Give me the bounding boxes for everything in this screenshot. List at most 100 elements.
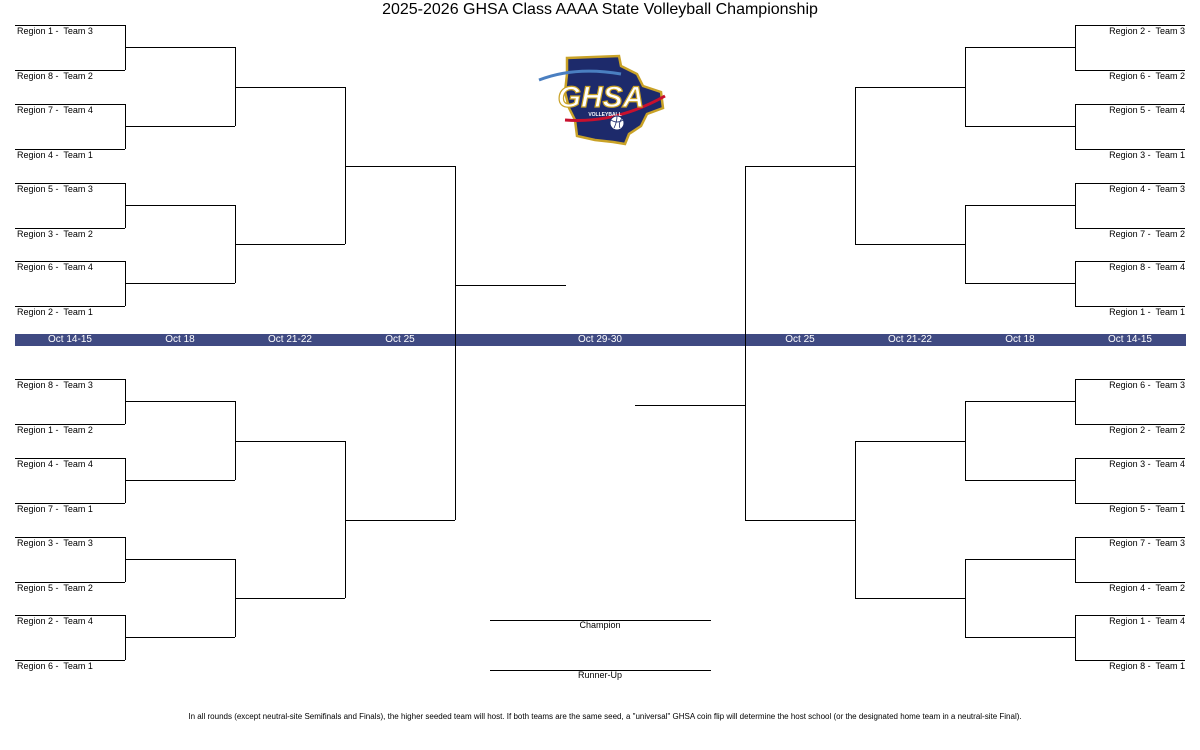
champion-label: Champion: [579, 620, 621, 630]
semifinal-slot-line: [345, 520, 455, 521]
team-slot-label: Region 3 - Team 1: [1109, 150, 1185, 160]
team-slot-line: [15, 503, 125, 504]
round3-slot-line: [855, 87, 965, 88]
team-slot-label: Region 3 - Team 3: [17, 538, 93, 548]
team-slot-label: Region 7 - Team 4: [17, 105, 93, 115]
team-slot-line: [15, 149, 125, 150]
team-slot-line: [15, 424, 125, 425]
logo-subtext: VOLLEYBALL: [588, 112, 621, 118]
host-rule-footnote: In all rounds (except neutral-site Semif…: [188, 712, 1022, 721]
final-left-slot-line: [455, 285, 566, 286]
round2-connector: [965, 401, 966, 480]
team-slot-line: [1075, 424, 1185, 425]
ghsa-logo-graphic: GHSA VOLLEYBALL: [538, 54, 666, 146]
team-slot-label: Region 5 - Team 2: [17, 583, 93, 593]
team-slot-label: Region 4 - Team 4: [17, 459, 93, 469]
round2-slot-line: [965, 126, 1075, 127]
team-slot-line: [15, 25, 125, 26]
volleyball-seams: [610, 115, 624, 129]
round1-connector: [1075, 104, 1076, 149]
team-slot-line: [1075, 104, 1185, 105]
round-date-label: Oct 18: [1005, 334, 1035, 345]
team-slot-label: Region 6 - Team 4: [17, 262, 93, 272]
team-slot-line: [15, 615, 125, 616]
round-date-label: Oct 14-15: [1108, 334, 1152, 345]
team-slot-line: [15, 582, 125, 583]
round-date-label: Oct 18: [165, 334, 195, 345]
team-slot-label: Region 8 - Team 3: [17, 380, 93, 390]
team-slot-line: [1075, 458, 1185, 459]
team-slot-line: [15, 104, 125, 105]
team-slot-line: [1075, 261, 1185, 262]
team-slot-line: [15, 660, 125, 661]
round2-connector: [965, 559, 966, 637]
team-slot-line: [1075, 25, 1185, 26]
team-slot-line: [1075, 70, 1185, 71]
team-slot-line: [1075, 537, 1185, 538]
runner-up-label: Runner-Up: [577, 670, 623, 680]
team-slot-line: [15, 70, 125, 71]
team-slot-label: Region 7 - Team 1: [17, 504, 93, 514]
round2-slot-line: [125, 205, 235, 206]
round2-slot-line: [965, 205, 1075, 206]
team-slot-line: [1075, 228, 1185, 229]
team-slot-line: [15, 379, 125, 380]
logo-text: GHSA: [558, 81, 645, 114]
round2-slot-line: [125, 126, 235, 127]
round-date-label: Oct 14-15: [48, 334, 92, 345]
team-slot-label: Region 3 - Team 2: [17, 229, 93, 239]
round3-slot-line: [235, 87, 345, 88]
team-slot-label: Region 4 - Team 3: [1109, 184, 1185, 194]
georgia-state-shape: [563, 54, 665, 146]
team-slot-label: Region 1 - Team 3: [17, 26, 93, 36]
team-slot-label: Region 7 - Team 3: [1109, 538, 1185, 548]
team-slot-label: Region 6 - Team 1: [17, 661, 93, 671]
page-title: 2025-2026 GHSA Class AAAA State Volleyba…: [382, 1, 818, 18]
team-slot-line: [1075, 660, 1185, 661]
round2-slot-line: [125, 559, 235, 560]
round3-slot-line: [855, 441, 965, 442]
team-slot-label: Region 4 - Team 1: [17, 150, 93, 160]
team-slot-line: [15, 306, 125, 307]
round1-connector: [1075, 183, 1076, 228]
round2-connector: [235, 47, 236, 126]
round2-slot-line: [125, 480, 235, 481]
round2-slot-line: [125, 283, 235, 284]
team-slot-label: Region 5 - Team 3: [17, 184, 93, 194]
runner-up-line: [490, 670, 711, 671]
round3-connector: [345, 441, 346, 598]
team-slot-label: Region 8 - Team 4: [1109, 262, 1185, 272]
round2-connector: [235, 401, 236, 480]
swoosh-blue: [538, 69, 622, 82]
team-slot-line: [15, 228, 125, 229]
round3-slot-line: [235, 441, 345, 442]
team-slot-line: [15, 537, 125, 538]
team-slot-label: Region 1 - Team 1: [1109, 307, 1185, 317]
champion-line: [490, 620, 711, 621]
round2-slot-line: [125, 401, 235, 402]
team-slot-line: [1075, 615, 1185, 616]
round2-slot-line: [965, 283, 1075, 284]
team-slot-label: Region 6 - Team 2: [1109, 71, 1185, 81]
round3-slot-line: [855, 598, 965, 599]
team-slot-label: Region 5 - Team 1: [1109, 504, 1185, 514]
team-slot-label: Region 4 - Team 2: [1109, 583, 1185, 593]
team-slot-label: Region 6 - Team 3: [1109, 380, 1185, 390]
round2-slot-line: [125, 47, 235, 48]
round2-slot-line: [125, 637, 235, 638]
semifinal-right-connector: [745, 166, 746, 520]
round3-slot-line: [235, 244, 345, 245]
round3-slot-line: [235, 598, 345, 599]
team-slot-line: [1075, 183, 1185, 184]
round1-connector: [1075, 379, 1076, 424]
round3-connector: [855, 87, 856, 244]
round-date-label: Oct 21-22: [268, 334, 312, 345]
team-slot-label: Region 7 - Team 2: [1109, 229, 1185, 239]
team-slot-line: [1075, 149, 1185, 150]
round2-slot-line: [965, 47, 1075, 48]
round1-connector: [1075, 25, 1076, 70]
team-slot-line: [1075, 503, 1185, 504]
round1-connector: [1075, 458, 1076, 503]
round-date-label: Oct 29-30: [578, 334, 622, 345]
